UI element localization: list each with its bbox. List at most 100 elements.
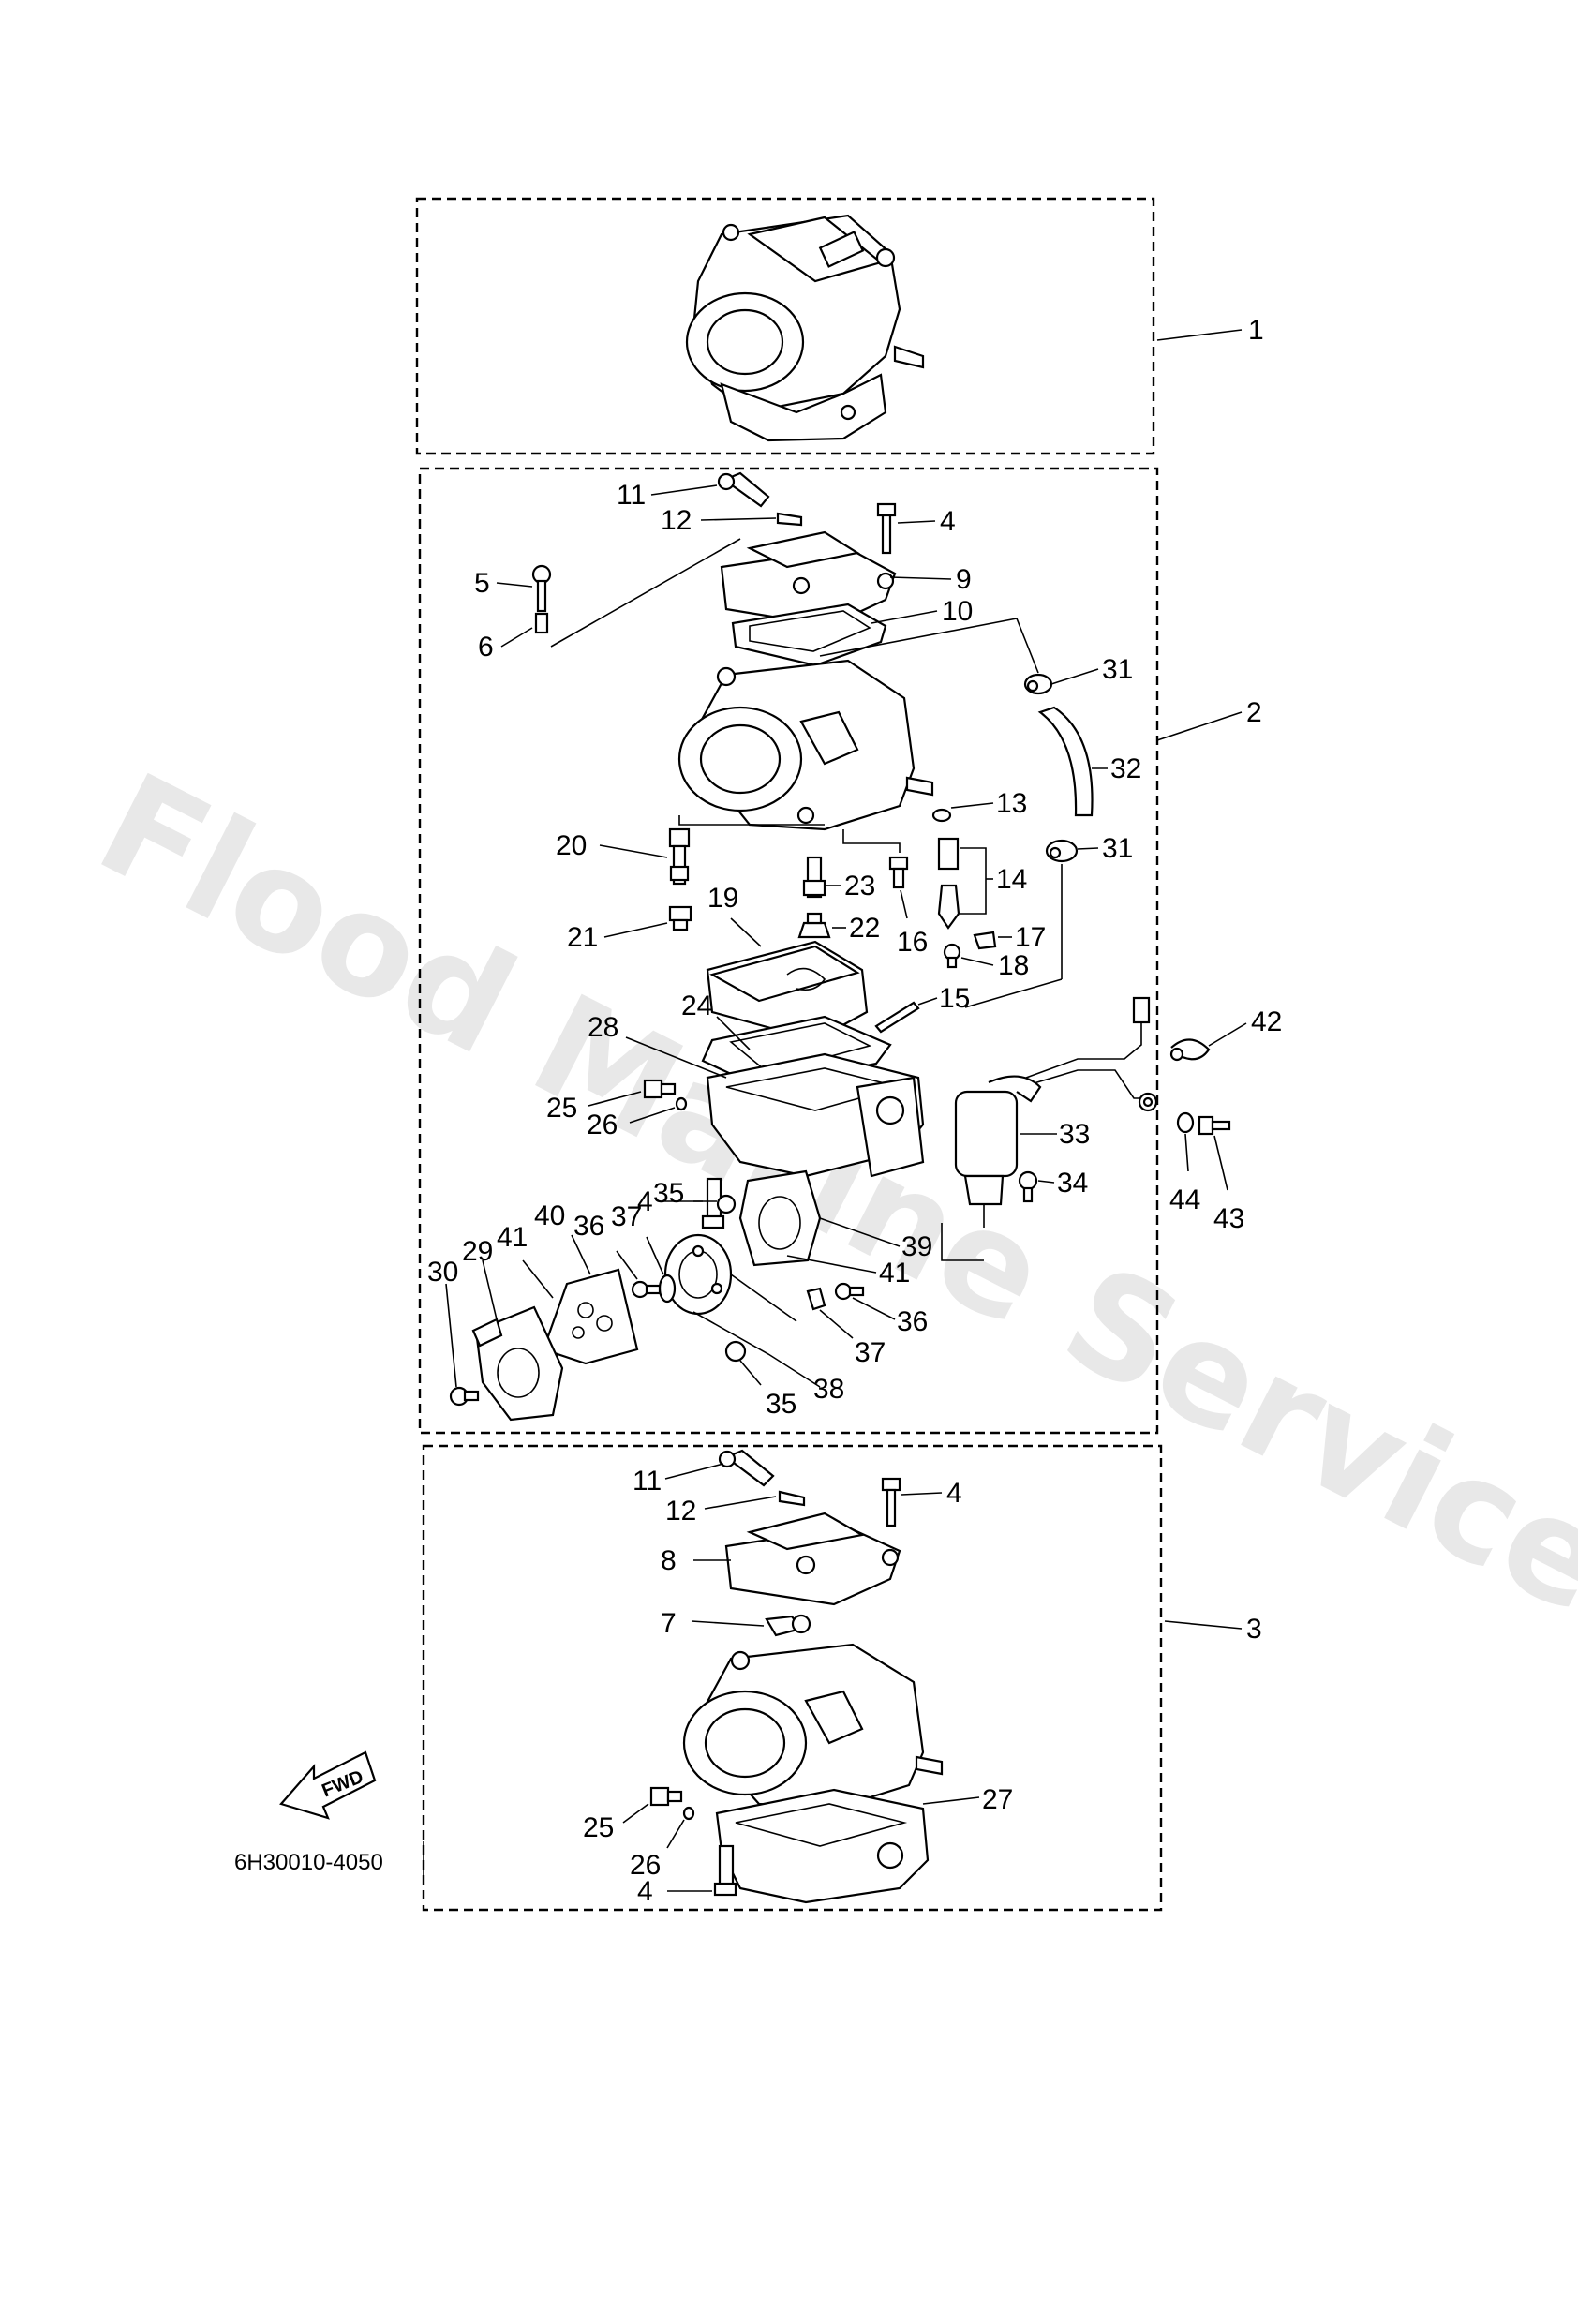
- callout-35-lower: 35: [766, 1389, 796, 1420]
- callout-22: 22: [849, 913, 880, 944]
- callout-10: 10: [942, 596, 973, 627]
- callout-12: 12: [661, 505, 692, 536]
- callout-16: 16: [897, 927, 928, 958]
- screw-4: [876, 502, 897, 555]
- pump-cover-29: [471, 1305, 564, 1422]
- pump-gasket-39: [738, 1169, 822, 1267]
- solenoid-33: [954, 1075, 1042, 1228]
- callout-4-bowl-bottom: 4: [637, 1876, 653, 1907]
- solenoid-wire: [1025, 1017, 1142, 1079]
- drain-screw-25-bottom: [649, 1786, 683, 1807]
- callout-19: 19: [707, 883, 738, 914]
- nut-35-upper: [716, 1194, 737, 1214]
- pilot-screw-11-bottom: [718, 1449, 775, 1487]
- callout-24: 24: [681, 991, 712, 1021]
- wire-connector: [1132, 996, 1151, 1024]
- bolt-43: [1198, 1115, 1231, 1136]
- fwd-arrow-icon: FWD: [279, 1750, 377, 1820]
- check-valve-37-right: [806, 1287, 826, 1311]
- screw-36-left: [631, 1280, 662, 1299]
- callout-18: 18: [998, 950, 1029, 981]
- callout-20: 20: [556, 830, 587, 861]
- callout-39: 39: [901, 1231, 932, 1262]
- drawing-code: 6H30010-4050: [234, 1850, 383, 1875]
- callout-41-right: 41: [879, 1258, 910, 1289]
- spring-6: [534, 612, 549, 634]
- callout-11-bottom: 11: [633, 1466, 662, 1497]
- ref-label-3: 3: [1246, 1614, 1262, 1645]
- callout-30: 30: [427, 1257, 458, 1288]
- callout-15: 15: [939, 983, 970, 1014]
- callout-25: 25: [546, 1093, 577, 1124]
- callout-38: 38: [813, 1374, 844, 1405]
- plug-22: [797, 912, 831, 939]
- callout-13: 13: [996, 788, 1027, 819]
- gasket-26: [675, 1096, 688, 1111]
- leader-ref-2: [1156, 711, 1243, 741]
- needle-valve-14: [937, 837, 960, 930]
- callout-27: 27: [982, 1784, 1013, 1815]
- clip-42: [1169, 1038, 1211, 1062]
- callout-5: 5: [474, 568, 490, 599]
- callout-35-upper: 35: [653, 1178, 684, 1209]
- callout-26: 26: [587, 1110, 618, 1140]
- callout-9: 9: [956, 564, 972, 595]
- nut-35-lower: [724, 1340, 747, 1363]
- callout-41-left: 41: [497, 1222, 528, 1253]
- callout-34: 34: [1057, 1168, 1088, 1199]
- ref-label-2: 2: [1246, 697, 1262, 728]
- callout-37-right: 37: [855, 1337, 886, 1368]
- frame-top-assembly: [415, 197, 1155, 455]
- callout-29: 29: [462, 1236, 493, 1267]
- callout-36-right: 36: [897, 1306, 928, 1337]
- callout-40: 40: [534, 1200, 565, 1231]
- clip-17: [973, 931, 997, 950]
- carburetor-body-bottom: [682, 1643, 944, 1810]
- spring-12: [776, 512, 803, 527]
- float-19: [706, 940, 869, 1042]
- pilot-screw-11: [717, 471, 770, 508]
- gasket-26-bottom: [682, 1806, 695, 1821]
- frame-bottom-assembly: [422, 1444, 1163, 1912]
- callout-28: 28: [588, 1012, 618, 1043]
- leader-ref-1: [1156, 329, 1243, 341]
- grommet-44: [1138, 1092, 1195, 1134]
- frame-middle-assembly: [418, 467, 1159, 1435]
- callout-4-bottom: 4: [946, 1478, 962, 1509]
- callout-37-left: 37: [611, 1201, 642, 1232]
- screw-30: [449, 1386, 480, 1407]
- carburetor-body: [677, 659, 934, 831]
- callout-31-lower: 31: [1102, 833, 1133, 864]
- callout-32: 32: [1110, 753, 1141, 784]
- hose-32: [1037, 706, 1094, 817]
- callout-8: 8: [661, 1545, 677, 1576]
- clamp-31-upper: [1023, 673, 1053, 695]
- ref-label-1: 1: [1248, 315, 1264, 346]
- screw-34: [1018, 1170, 1038, 1203]
- screw-4-bottom: [881, 1477, 901, 1527]
- callout-7: 7: [661, 1608, 677, 1639]
- callout-11: 11: [617, 480, 646, 511]
- drain-screw-25: [643, 1079, 677, 1099]
- o-ring-13: [931, 808, 952, 823]
- diaphragm-40: [542, 1268, 639, 1365]
- callout-23: 23: [844, 871, 875, 901]
- check-valve-37-left: [658, 1274, 677, 1304]
- pin-15: [874, 1001, 920, 1034]
- callout-4-bowl: 4: [637, 1186, 653, 1217]
- callout-33: 33: [1059, 1119, 1090, 1150]
- screw-36-right: [834, 1282, 865, 1301]
- clamp-31-lower: [1045, 839, 1079, 863]
- screw-4-bowl-bottom: [713, 1844, 737, 1897]
- callout-25-bottom: 25: [583, 1812, 614, 1843]
- fitting-7: [765, 1614, 811, 1637]
- callout-36-left: 36: [573, 1211, 604, 1242]
- pump-body-38: [663, 1233, 733, 1316]
- jet-23: [802, 856, 826, 899]
- float-bowl-28: [706, 1052, 925, 1178]
- callout-4: 4: [940, 506, 956, 537]
- screw-18: [943, 943, 961, 969]
- callout-14: 14: [996, 864, 1027, 895]
